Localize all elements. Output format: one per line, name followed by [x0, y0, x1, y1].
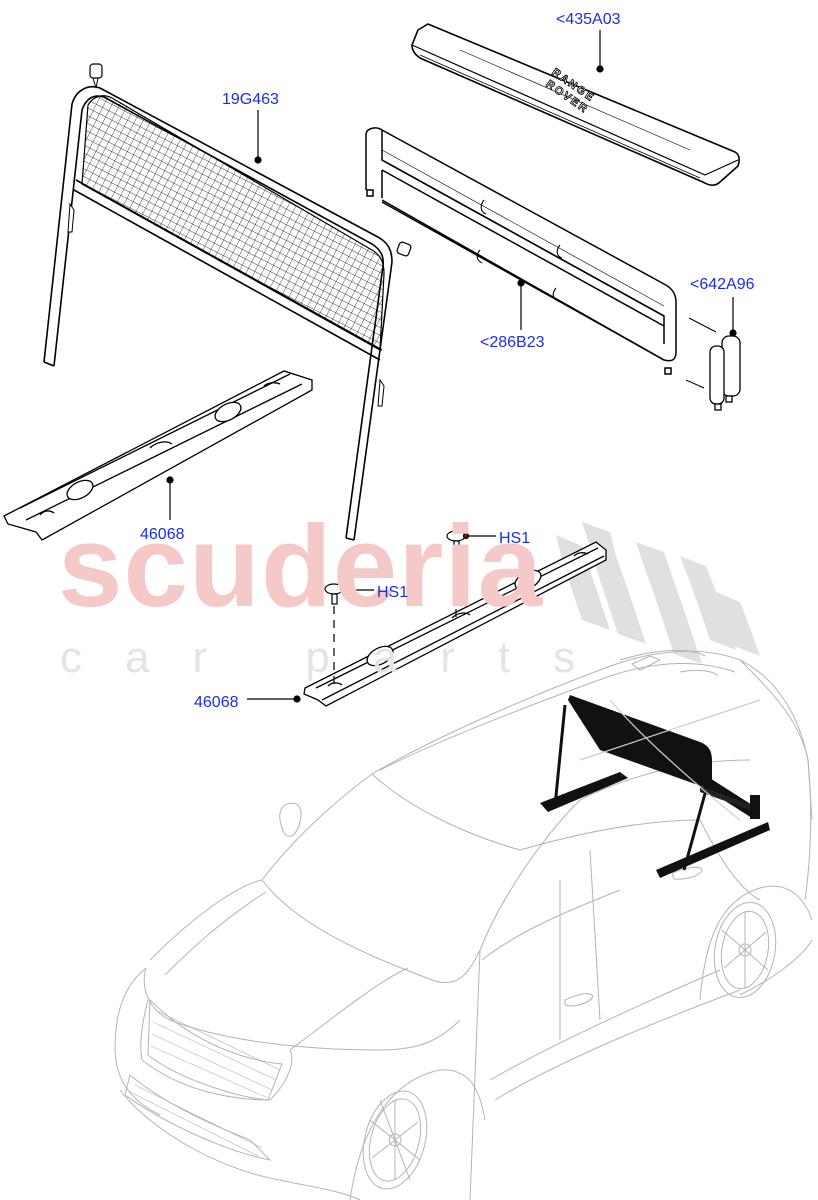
checker-flag-watermark	[556, 522, 760, 664]
rail-right-part[interactable]	[303, 541, 607, 707]
net-frame-part[interactable]	[43, 63, 412, 541]
callout-screw-lower[interactable]: HS1	[377, 584, 409, 601]
leader-lines	[166, 30, 737, 703]
callout-rail-left[interactable]: 46068	[140, 526, 185, 543]
callout-bar-end-mount[interactable]: <642A96	[690, 276, 755, 293]
storage-bag-part[interactable]	[411, 23, 741, 186]
frame-top-knob-right	[396, 241, 412, 257]
bar-end-mount-part[interactable]	[685, 317, 741, 411]
callout-partition-bar[interactable]: <286B23	[480, 334, 545, 351]
callout-storage-bag[interactable]: <435A03	[556, 11, 621, 28]
callout-rail-right[interactable]: 46068	[194, 694, 239, 711]
screw-upper-part[interactable]	[446, 530, 466, 620]
vehicle-outline	[114, 649, 813, 1200]
installed-partition-silhouette	[540, 695, 770, 878]
screw-lower-part[interactable]	[324, 583, 344, 690]
rail-left-part[interactable]	[3, 370, 313, 541]
partition-bar-part[interactable]	[365, 127, 677, 375]
callout-screw-upper[interactable]: HS1	[499, 530, 531, 547]
frame-top-knob-left	[89, 63, 103, 89]
callout-net-frame[interactable]: 19G463	[222, 91, 279, 108]
